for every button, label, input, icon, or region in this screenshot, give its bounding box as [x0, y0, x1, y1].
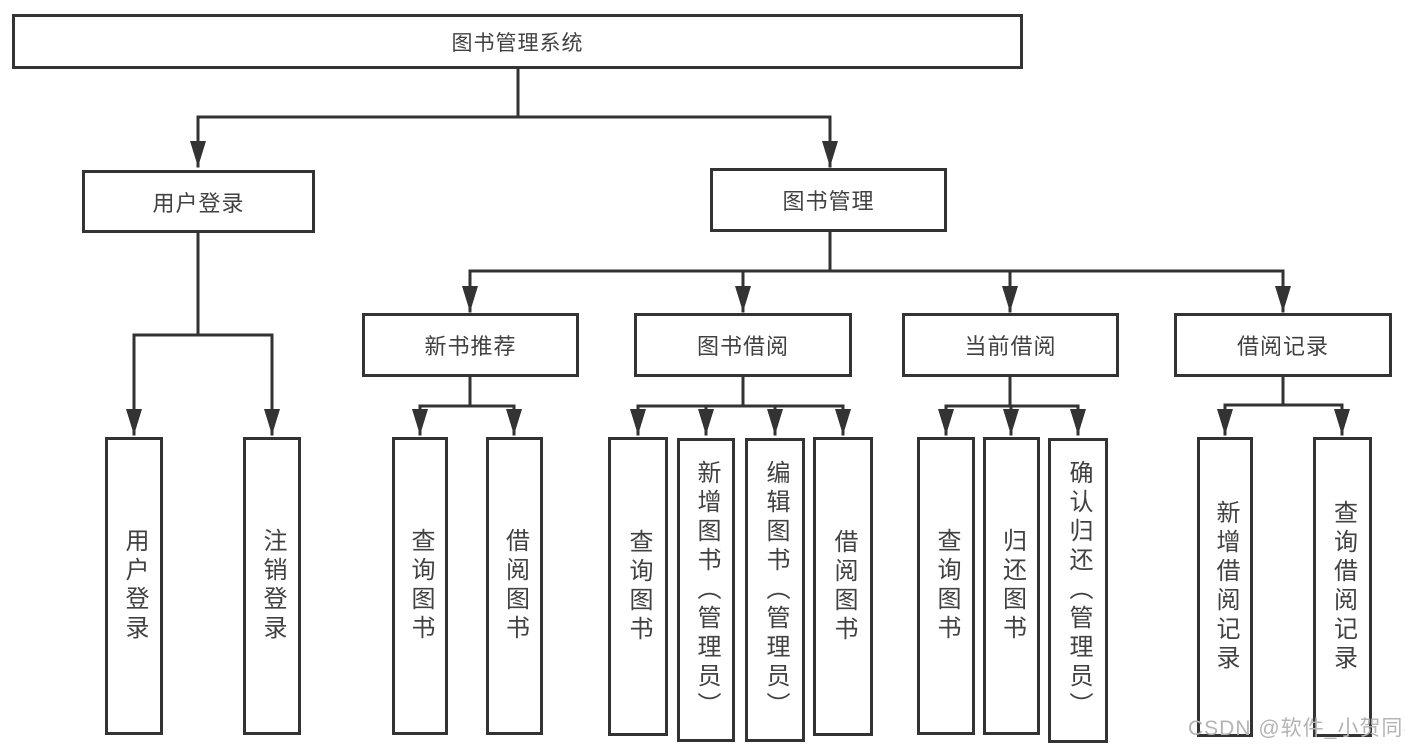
node-current-borrowing-label: 当前借阅 [964, 334, 1057, 359]
node-borrow-records-label: 借阅记录 [1236, 334, 1329, 359]
leaf-borrowing-query-books: 查询图书 [608, 437, 668, 736]
node-new-book-recommend: 新书推荐 [362, 313, 579, 377]
leaf-borrowing-query-books-label: 查询图书 [625, 528, 652, 645]
leaf-newbooks-borrow-books: 借阅图书 [486, 437, 543, 735]
leaf-current-return-books-label: 归还图书 [998, 528, 1026, 644]
leaf-user-login: 用户登录 [105, 437, 163, 735]
watermark-text: CSDN @软件_小贺同学 [1188, 717, 1405, 740]
leaf-borrowing-edit-books-admin-label: 编辑图书（管理员） [762, 459, 789, 721]
leaf-logout-label: 注销登录 [259, 528, 286, 644]
node-user-login: 用户登录 [82, 170, 315, 233]
node-book-management-label: 图书管理 [782, 189, 875, 214]
leaf-current-confirm-return-admin: 确认归还（管理员） [1048, 438, 1108, 743]
leaf-logout: 注销登录 [243, 437, 301, 735]
leaf-borrowing-borrow-books: 借阅图书 [813, 437, 873, 736]
leaf-newbooks-borrow-books-label: 借阅图书 [501, 528, 529, 644]
leaf-current-query-books: 查询图书 [917, 437, 975, 735]
leaf-records-query-borrow-record-label: 查询借阅记录 [1329, 500, 1357, 674]
node-current-borrowing: 当前借阅 [902, 313, 1119, 377]
leaf-borrowing-edit-books-admin: 编辑图书（管理员） [745, 438, 805, 742]
leaf-newbooks-query-books: 查询图书 [392, 437, 448, 735]
leaf-records-query-borrow-record: 查询借阅记录 [1313, 437, 1372, 737]
node-user-login-label: 用户登录 [152, 190, 245, 216]
leaf-user-login-label: 用户登录 [121, 528, 148, 644]
leaf-current-return-books: 归还图书 [983, 437, 1040, 735]
leaf-records-add-borrow-record: 新增借阅记录 [1197, 437, 1253, 737]
leaf-borrowing-borrow-books-label: 借阅图书 [830, 528, 857, 645]
node-borrow-records: 借阅记录 [1174, 313, 1392, 377]
node-book-borrowing: 图书借阅 [634, 313, 852, 377]
leaf-borrowing-add-books-admin: 新增图书（管理员） [677, 438, 735, 742]
leaf-newbooks-query-books-label: 查询图书 [407, 528, 434, 644]
node-root-label: 图书管理系统 [451, 31, 584, 55]
leaf-current-query-books-label: 查询图书 [933, 528, 960, 644]
leaf-records-add-borrow-record-label: 新增借阅记录 [1212, 500, 1239, 674]
node-root: 图书管理系统 [12, 14, 1023, 69]
node-new-book-recommend-label: 新书推荐 [424, 334, 517, 359]
leaf-current-confirm-return-admin-label: 确认归还（管理员） [1065, 460, 1092, 721]
leaf-borrowing-add-books-admin-label: 新增图书（管理员） [693, 459, 720, 721]
node-book-management: 图书管理 [710, 168, 947, 232]
node-book-borrowing-label: 图书借阅 [696, 334, 789, 359]
